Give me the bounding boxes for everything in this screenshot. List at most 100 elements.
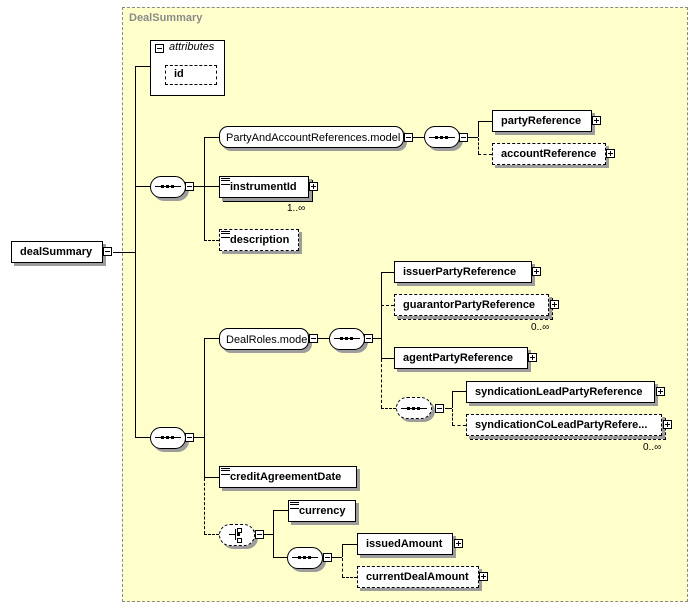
connector — [273, 510, 274, 557]
sequence-icon — [350, 337, 353, 340]
collapse-icon[interactable] — [459, 133, 468, 142]
connector — [381, 305, 394, 306]
sequence-icon — [412, 407, 415, 410]
connector — [135, 66, 136, 437]
sequence-icon — [440, 136, 443, 139]
group-label: PartyAndAccountReferences.model — [226, 132, 401, 144]
element-issuedamount[interactable]: issuedAmount — [357, 533, 453, 555]
choice-icon — [237, 528, 242, 533]
sequence-icon — [445, 136, 448, 139]
expand-icon[interactable] — [656, 387, 665, 396]
connector — [452, 409, 453, 425]
connector — [373, 338, 382, 339]
cardinality-label: 1..∞ — [287, 203, 306, 214]
connector — [194, 186, 204, 187]
connector — [194, 437, 204, 438]
connector — [204, 187, 205, 240]
element-label: guarantorPartyReference — [403, 299, 536, 311]
connector — [381, 272, 394, 273]
expand-icon[interactable] — [663, 420, 672, 429]
collapse-icon[interactable] — [255, 530, 264, 539]
collapse-icon[interactable] — [435, 404, 444, 413]
element-description[interactable]: description — [219, 229, 299, 251]
attributes-header: attributes — [169, 41, 215, 53]
sequence-icon — [171, 436, 174, 439]
element-guarantorpartyreference[interactable]: guarantorPartyReference — [394, 294, 549, 316]
choice-icon — [229, 534, 235, 535]
element-partyreference[interactable]: partyReference — [492, 110, 592, 132]
connector — [135, 437, 150, 438]
sequence-icon — [308, 556, 311, 559]
connector — [452, 391, 453, 408]
root-element-dealsummary[interactable]: dealSummary — [11, 241, 103, 263]
connector — [204, 338, 219, 339]
expand-icon[interactable] — [479, 572, 488, 581]
expand-icon[interactable] — [528, 353, 537, 362]
expand-icon[interactable] — [532, 267, 541, 276]
element-creditagreementdate[interactable]: creditAgreementDate — [219, 466, 357, 488]
connector — [381, 359, 382, 408]
attribute-id-label: id — [174, 68, 184, 80]
collapse-icon[interactable] — [155, 44, 164, 53]
expand-icon[interactable] — [309, 182, 318, 191]
documentation-icon — [290, 502, 299, 509]
connector — [273, 557, 287, 558]
expand-icon[interactable] — [454, 539, 463, 548]
sequence-icon — [407, 407, 410, 410]
group-party-and-account-references-model[interactable]: PartyAndAccountReferences.model — [219, 126, 404, 148]
connector — [264, 534, 273, 535]
sequence-icon — [340, 337, 343, 340]
sequence-icon — [417, 407, 420, 410]
element-currency[interactable]: currency — [288, 500, 356, 522]
container-title: DealSummary — [129, 12, 203, 24]
connector — [342, 577, 357, 578]
collapse-icon[interactable] — [364, 334, 373, 343]
connector — [381, 408, 396, 409]
connector — [381, 272, 382, 358]
collapse-icon[interactable] — [323, 553, 332, 562]
expand-icon[interactable] — [592, 116, 601, 125]
choice-icon — [237, 538, 242, 543]
element-accountreference[interactable]: accountReference — [492, 143, 606, 165]
collapse-icon[interactable] — [309, 334, 318, 343]
connector — [135, 66, 150, 67]
element-label: creditAgreementDate — [230, 471, 342, 483]
element-label: syndicationCoLeadPartyRefere... — [475, 419, 648, 431]
sequence-icon — [171, 185, 174, 188]
element-syndicationleadpartyreference[interactable]: syndicationLeadPartyReference — [466, 381, 655, 403]
element-agentpartyreference[interactable]: agentPartyReference — [394, 347, 528, 369]
connector — [478, 138, 479, 154]
connector — [332, 557, 342, 558]
connector — [452, 425, 466, 426]
connector — [381, 358, 394, 359]
element-issuerpartyreference[interactable]: issuerPartyReference — [394, 261, 532, 283]
connector — [204, 137, 219, 138]
documentation-icon — [221, 468, 230, 475]
sequence-icon — [435, 136, 438, 139]
sequence-icon — [303, 556, 306, 559]
sequence-icon — [166, 185, 169, 188]
collapse-icon[interactable] — [185, 182, 194, 191]
connector — [204, 240, 219, 241]
element-syndicationcoleadpartyreference[interactable]: syndicationCoLeadPartyRefere... — [466, 414, 662, 436]
sequence-icon — [166, 436, 169, 439]
connector — [413, 137, 424, 138]
group-dealroles-model[interactable]: DealRoles.model — [219, 328, 310, 350]
collapse-icon[interactable] — [103, 247, 112, 256]
collapse-icon[interactable] — [185, 433, 194, 442]
connector — [478, 121, 479, 137]
cardinality-label: 0..∞ — [531, 322, 550, 333]
cardinality-label: 0..∞ — [643, 442, 662, 453]
element-currentdealamount[interactable]: currentDealAmount — [357, 566, 479, 588]
connector — [478, 121, 492, 122]
connector — [342, 558, 343, 577]
connector — [204, 338, 205, 477]
collapse-icon[interactable] — [404, 133, 413, 142]
expand-icon[interactable] — [550, 300, 559, 309]
attribute-id[interactable]: id — [165, 65, 217, 85]
connector — [318, 338, 329, 339]
sequence-icon — [345, 337, 348, 340]
expand-icon[interactable] — [606, 149, 615, 158]
connector — [113, 252, 135, 253]
element-instrumentid[interactable]: instrumentId — [219, 176, 309, 198]
